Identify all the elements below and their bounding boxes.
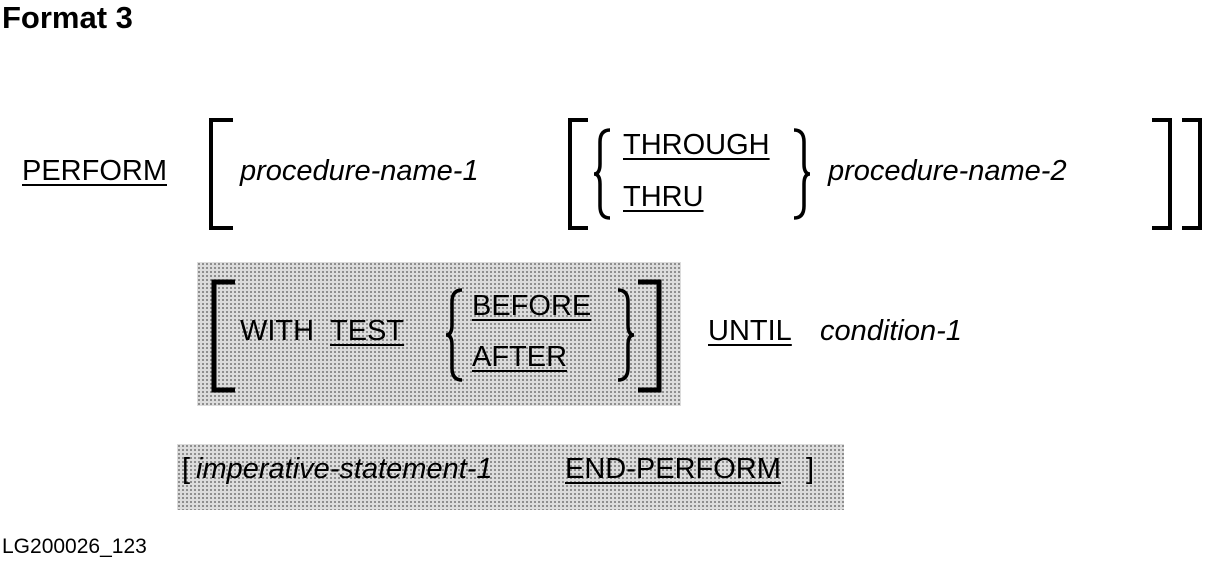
keyword-test: TEST [330, 315, 405, 347]
keyword-with: WITH [240, 315, 315, 347]
inner-open-bracket [568, 118, 588, 230]
outer-open-bracket [209, 118, 233, 230]
test-close-brace [617, 288, 635, 382]
keyword-until: UNTIL [708, 315, 792, 347]
procedure-name-2: procedure-name-2 [828, 155, 1067, 187]
imperative-shaded-region [177, 444, 844, 510]
with-test-shaded-region [197, 262, 681, 406]
format-title: Format 3 [2, 0, 133, 35]
condition-1: condition-1 [820, 315, 962, 347]
imperative-open-bracket: [ [182, 453, 191, 485]
keyword-end-perform: END-PERFORM [565, 453, 781, 485]
test-open-brace [445, 288, 463, 382]
procedure-name-1: procedure-name-1 [240, 155, 479, 187]
imperative-statement-1: imperative-statement-1 [196, 453, 493, 485]
imperative-close-bracket: ] [806, 453, 815, 485]
keyword-before: BEFORE [472, 290, 592, 322]
figure-id: LG200026_123 [2, 535, 147, 558]
keyword-through: THROUGH [623, 129, 770, 161]
with-test-close-bracket [638, 279, 662, 393]
keyword-thru: THRU [623, 181, 704, 213]
with-test-open-bracket [211, 279, 235, 393]
keyword-after: AFTER [472, 341, 568, 373]
inner-close-bracket [1152, 118, 1172, 230]
through-open-brace [593, 128, 611, 220]
keyword-perform: PERFORM [22, 155, 167, 187]
outer-close-bracket [1182, 118, 1202, 230]
through-close-brace [793, 128, 811, 220]
